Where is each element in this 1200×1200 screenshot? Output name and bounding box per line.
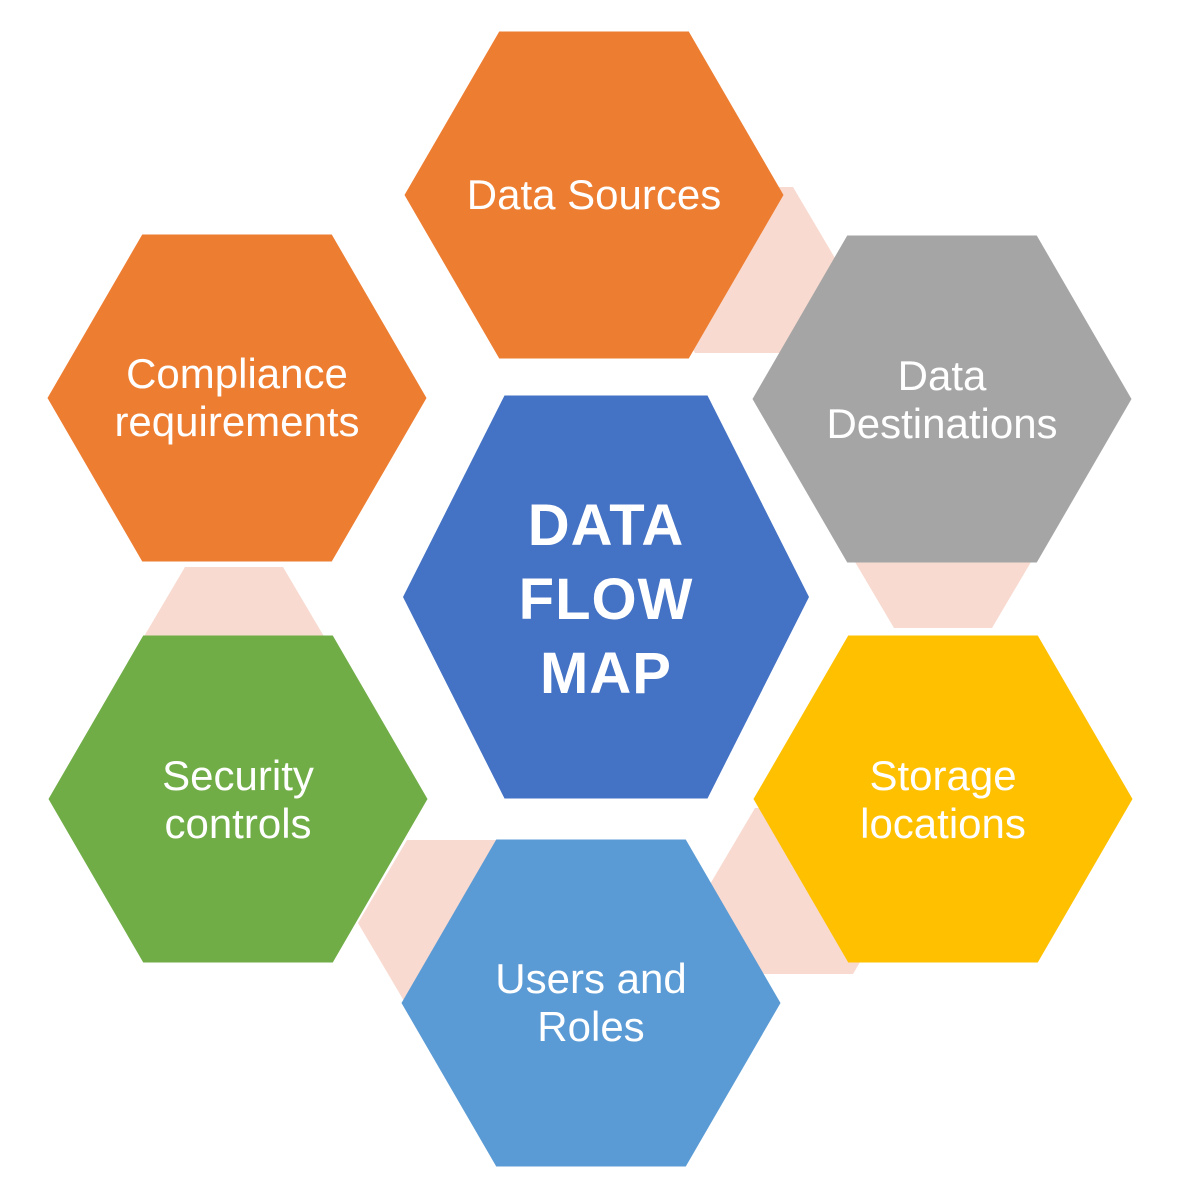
hexagon-users-and-roles <box>401 839 781 1167</box>
hexagon-storage-locations <box>753 635 1133 963</box>
hexagon-compliance-requirements <box>47 234 427 562</box>
hexagon-security-controls <box>48 635 428 963</box>
hexagon-data-sources <box>404 31 784 359</box>
hexagon-data-destinations <box>752 235 1132 563</box>
hexagon-center-title <box>403 395 809 799</box>
